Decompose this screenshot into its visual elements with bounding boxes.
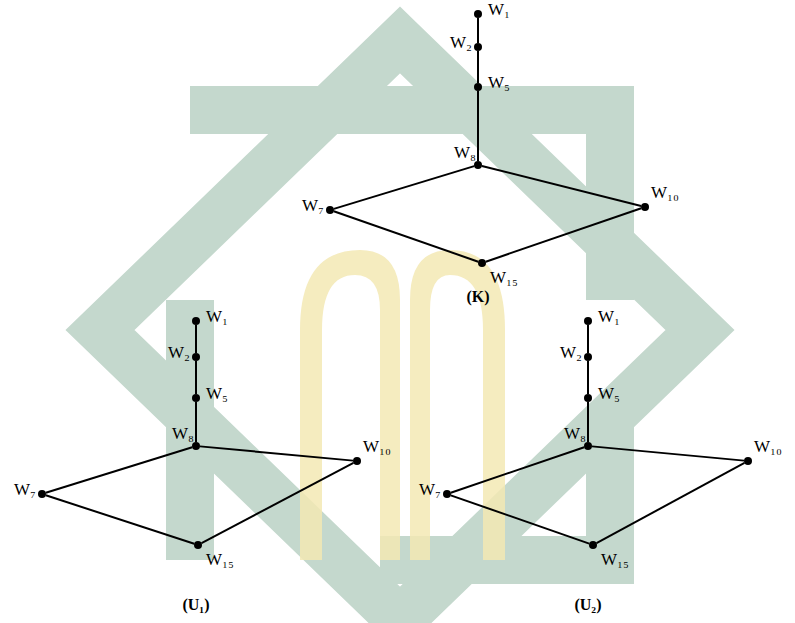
lattice-vertex: W₂: [192, 353, 200, 361]
vertex-label: W₁₀: [651, 184, 679, 203]
lattice-edge: [195, 361, 197, 394]
lattice-edge: [587, 325, 589, 353]
lattice-vertex: W₁₅: [589, 541, 597, 549]
lattice-vertex: W₈: [474, 161, 482, 169]
vertex-label: W₇: [14, 481, 36, 500]
graph-caption: (K): [466, 288, 489, 306]
lattice-edge: [486, 208, 641, 261]
lattice-edge: [477, 51, 479, 83]
vertex-label: W₂: [450, 34, 472, 53]
vertex-label: W₁: [206, 308, 228, 327]
vertex-label: W₂: [168, 344, 190, 363]
lattice-vertex: W₁₀: [641, 203, 649, 211]
lattice-vertex: W₂: [474, 43, 482, 51]
watermark-arch: [300, 250, 400, 560]
vertex-label: W₈: [172, 425, 194, 444]
lattice-edge: [597, 463, 745, 543]
lattice-vertex: W₁₅: [194, 541, 202, 549]
lattice-edge: [587, 361, 589, 394]
lattice-edge: [334, 166, 474, 209]
vertex-label: W₁₀: [363, 438, 391, 457]
vertex-label: W₁₀: [754, 438, 782, 457]
lattice-vertex: W₈: [584, 442, 592, 450]
lattice-edge: [592, 446, 744, 460]
lattice-vertex: W₁₀: [353, 457, 361, 465]
lattice-edge: [195, 402, 197, 442]
lattice-edge: [46, 447, 192, 493]
watermark-band: [100, 40, 700, 620]
lattice-edge: [202, 463, 354, 543]
vertex-label: W₇: [419, 481, 441, 500]
lattice-vertex: W₈: [192, 442, 200, 450]
lattice-vertex: W₇: [443, 490, 451, 498]
graph-caption: (U₁): [182, 596, 209, 614]
lattice-edge: [200, 446, 353, 460]
vertex-label: W₅: [598, 385, 620, 404]
lattice-vertex: W₁₀: [744, 457, 752, 465]
lattice-edge: [477, 91, 479, 161]
lattice-edge: [477, 18, 479, 43]
vertex-label: W₈: [564, 425, 586, 444]
watermark-arch: [410, 250, 505, 560]
graph-caption: (U₂): [574, 596, 601, 614]
vertex-label: W₁: [488, 1, 510, 20]
lattice-vertex: W₁: [192, 317, 200, 325]
lattice-edge: [334, 211, 478, 261]
vertex-label: W₁₅: [601, 551, 629, 570]
vertex-label: W₁₅: [490, 269, 518, 288]
vertex-label: W₁: [598, 308, 620, 327]
lattice-vertex: W₁₅: [478, 259, 486, 267]
vertex-label: W₈: [454, 144, 476, 163]
lattice-vertex: W₇: [326, 206, 334, 214]
lattice-edge: [46, 495, 194, 544]
lattice-edge: [451, 495, 589, 543]
lattice-vertex: W₁: [584, 317, 592, 325]
vertex-label: W₇: [302, 197, 324, 216]
lattice-vertex: W₇: [38, 490, 46, 498]
lattice-vertex: W₁: [474, 10, 482, 18]
lattice-edge: [451, 447, 584, 492]
vertex-label: W₁₅: [206, 551, 234, 570]
lattice-vertex: W₅: [474, 83, 482, 91]
watermark-band: [166, 300, 214, 560]
vertex-label: W₅: [488, 74, 510, 93]
vertex-label: W₅: [206, 385, 228, 404]
lattice-edge: [482, 166, 641, 206]
lattice-edge: [587, 402, 589, 442]
lattice-vertex: W₅: [192, 394, 200, 402]
watermark-band: [190, 110, 610, 300]
lattice-edge: [195, 325, 197, 353]
lattice-vertex: W₂: [584, 353, 592, 361]
vertex-label: W₂: [560, 344, 582, 363]
lattice-vertex: W₅: [584, 394, 592, 402]
